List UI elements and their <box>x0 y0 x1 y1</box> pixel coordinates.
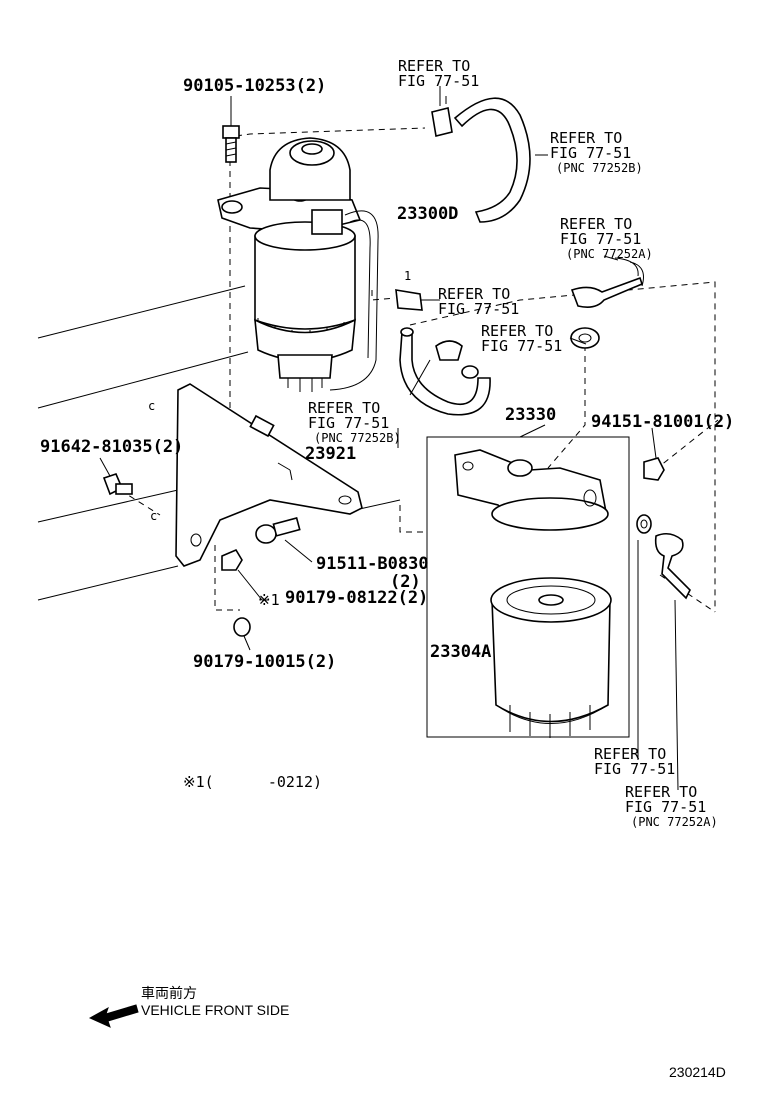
refer-to-4: REFER TO FIG 77-51 <box>438 285 519 318</box>
filter-box <box>426 424 630 738</box>
refer-to-2: REFER TO FIG 77-51 (PNC 77252B) <box>550 129 643 175</box>
bolt-91511 <box>255 517 301 544</box>
mid-fittings <box>395 257 644 349</box>
label-23330: 23330 <box>505 405 556 425</box>
svg-text:REFER TO: REFER TO <box>560 215 632 233</box>
svg-text:(PNC 77252A): (PNC 77252A) <box>631 815 718 829</box>
label-91642-81035: 91642-81035(2) <box>40 437 183 457</box>
refer-to-8: REFER TO FIG 77-51 (PNC 77252A) <box>625 783 718 829</box>
marker-c-upper: c <box>148 399 155 413</box>
label-23304a: 23304A <box>430 642 491 662</box>
vehicle-front-arrow-icon <box>88 1004 139 1028</box>
frame-lines <box>37 285 401 601</box>
svg-text:FIG 77-51: FIG 77-51 <box>560 230 641 248</box>
svg-text:REFER TO: REFER TO <box>594 745 666 763</box>
refer-to-1: REFER TO FIG 77-51 <box>398 57 479 90</box>
label-91511-b0830: 91511-B0830 <box>316 554 429 574</box>
nuts <box>221 457 665 637</box>
vehicle-front-jp: 車両前方 <box>141 985 197 1001</box>
label-94151-81001: 94151-81001(2) <box>591 412 734 432</box>
label-23921: 23921 <box>305 444 356 464</box>
svg-text:FIG 77-51: FIG 77-51 <box>438 300 519 318</box>
label-91511-qty: (2) <box>390 572 421 592</box>
marker-c-lower: c <box>150 509 157 523</box>
bolt-91642 <box>102 473 133 496</box>
svg-text:FIG 77-51: FIG 77-51 <box>625 798 706 816</box>
svg-text:FIG 77-51: FIG 77-51 <box>398 72 479 90</box>
label-90179-08122-marker: ※1 <box>258 591 280 609</box>
label-90179-10015: 90179-10015(2) <box>193 652 336 672</box>
mounting-bracket <box>175 383 363 567</box>
svg-text:(PNC 77252B): (PNC 77252B) <box>314 431 401 445</box>
lower-hose <box>399 327 491 416</box>
vehicle-front-indicator: 車両前方 VEHICLE FRONT SIDE <box>88 985 289 1028</box>
vehicle-front-en: VEHICLE FRONT SIDE <box>141 1002 289 1018</box>
svg-text:FIG 77-51: FIG 77-51 <box>550 144 631 162</box>
label-23300d: 23300D <box>397 204 458 224</box>
right-pipe <box>637 532 691 791</box>
svg-text:FIG 77-51: FIG 77-51 <box>308 414 389 432</box>
svg-text:REFER TO: REFER TO <box>398 57 470 75</box>
refer-to-5: REFER TO FIG 77-51 <box>481 322 562 355</box>
svg-text:REFER TO: REFER TO <box>550 129 622 147</box>
svg-text:(PNC 77252B): (PNC 77252B) <box>556 161 643 175</box>
bolt-90105 <box>222 125 240 163</box>
svg-text:FIG 77-51: FIG 77-51 <box>481 337 562 355</box>
svg-text:REFER TO: REFER TO <box>625 783 697 801</box>
marker-1: 1 <box>404 269 411 283</box>
label-90179-08122: 90179-08122(2) <box>285 588 428 608</box>
svg-text:FIG 77-51: FIG 77-51 <box>594 760 675 778</box>
top-hose <box>431 96 531 223</box>
refer-to-7: REFER TO FIG 77-51 <box>594 745 675 778</box>
fuel-filter-assembly <box>217 137 379 392</box>
svg-text:(PNC 77252A): (PNC 77252A) <box>566 247 653 261</box>
svg-text:REFER TO: REFER TO <box>481 322 553 340</box>
leader-lines <box>99 86 657 651</box>
refer-to-6: REFER TO FIG 77-51 (PNC 77252B) <box>308 399 401 445</box>
label-90105-10253: 90105-10253(2) <box>183 76 326 96</box>
refer-to-3: REFER TO FIG 77-51 (PNC 77252A) <box>560 215 653 261</box>
footnote: ※1( -0212) <box>183 773 322 791</box>
diagram-code: 230214D <box>669 1064 726 1080</box>
svg-text:REFER TO: REFER TO <box>438 285 510 303</box>
svg-text:REFER TO: REFER TO <box>308 399 380 417</box>
